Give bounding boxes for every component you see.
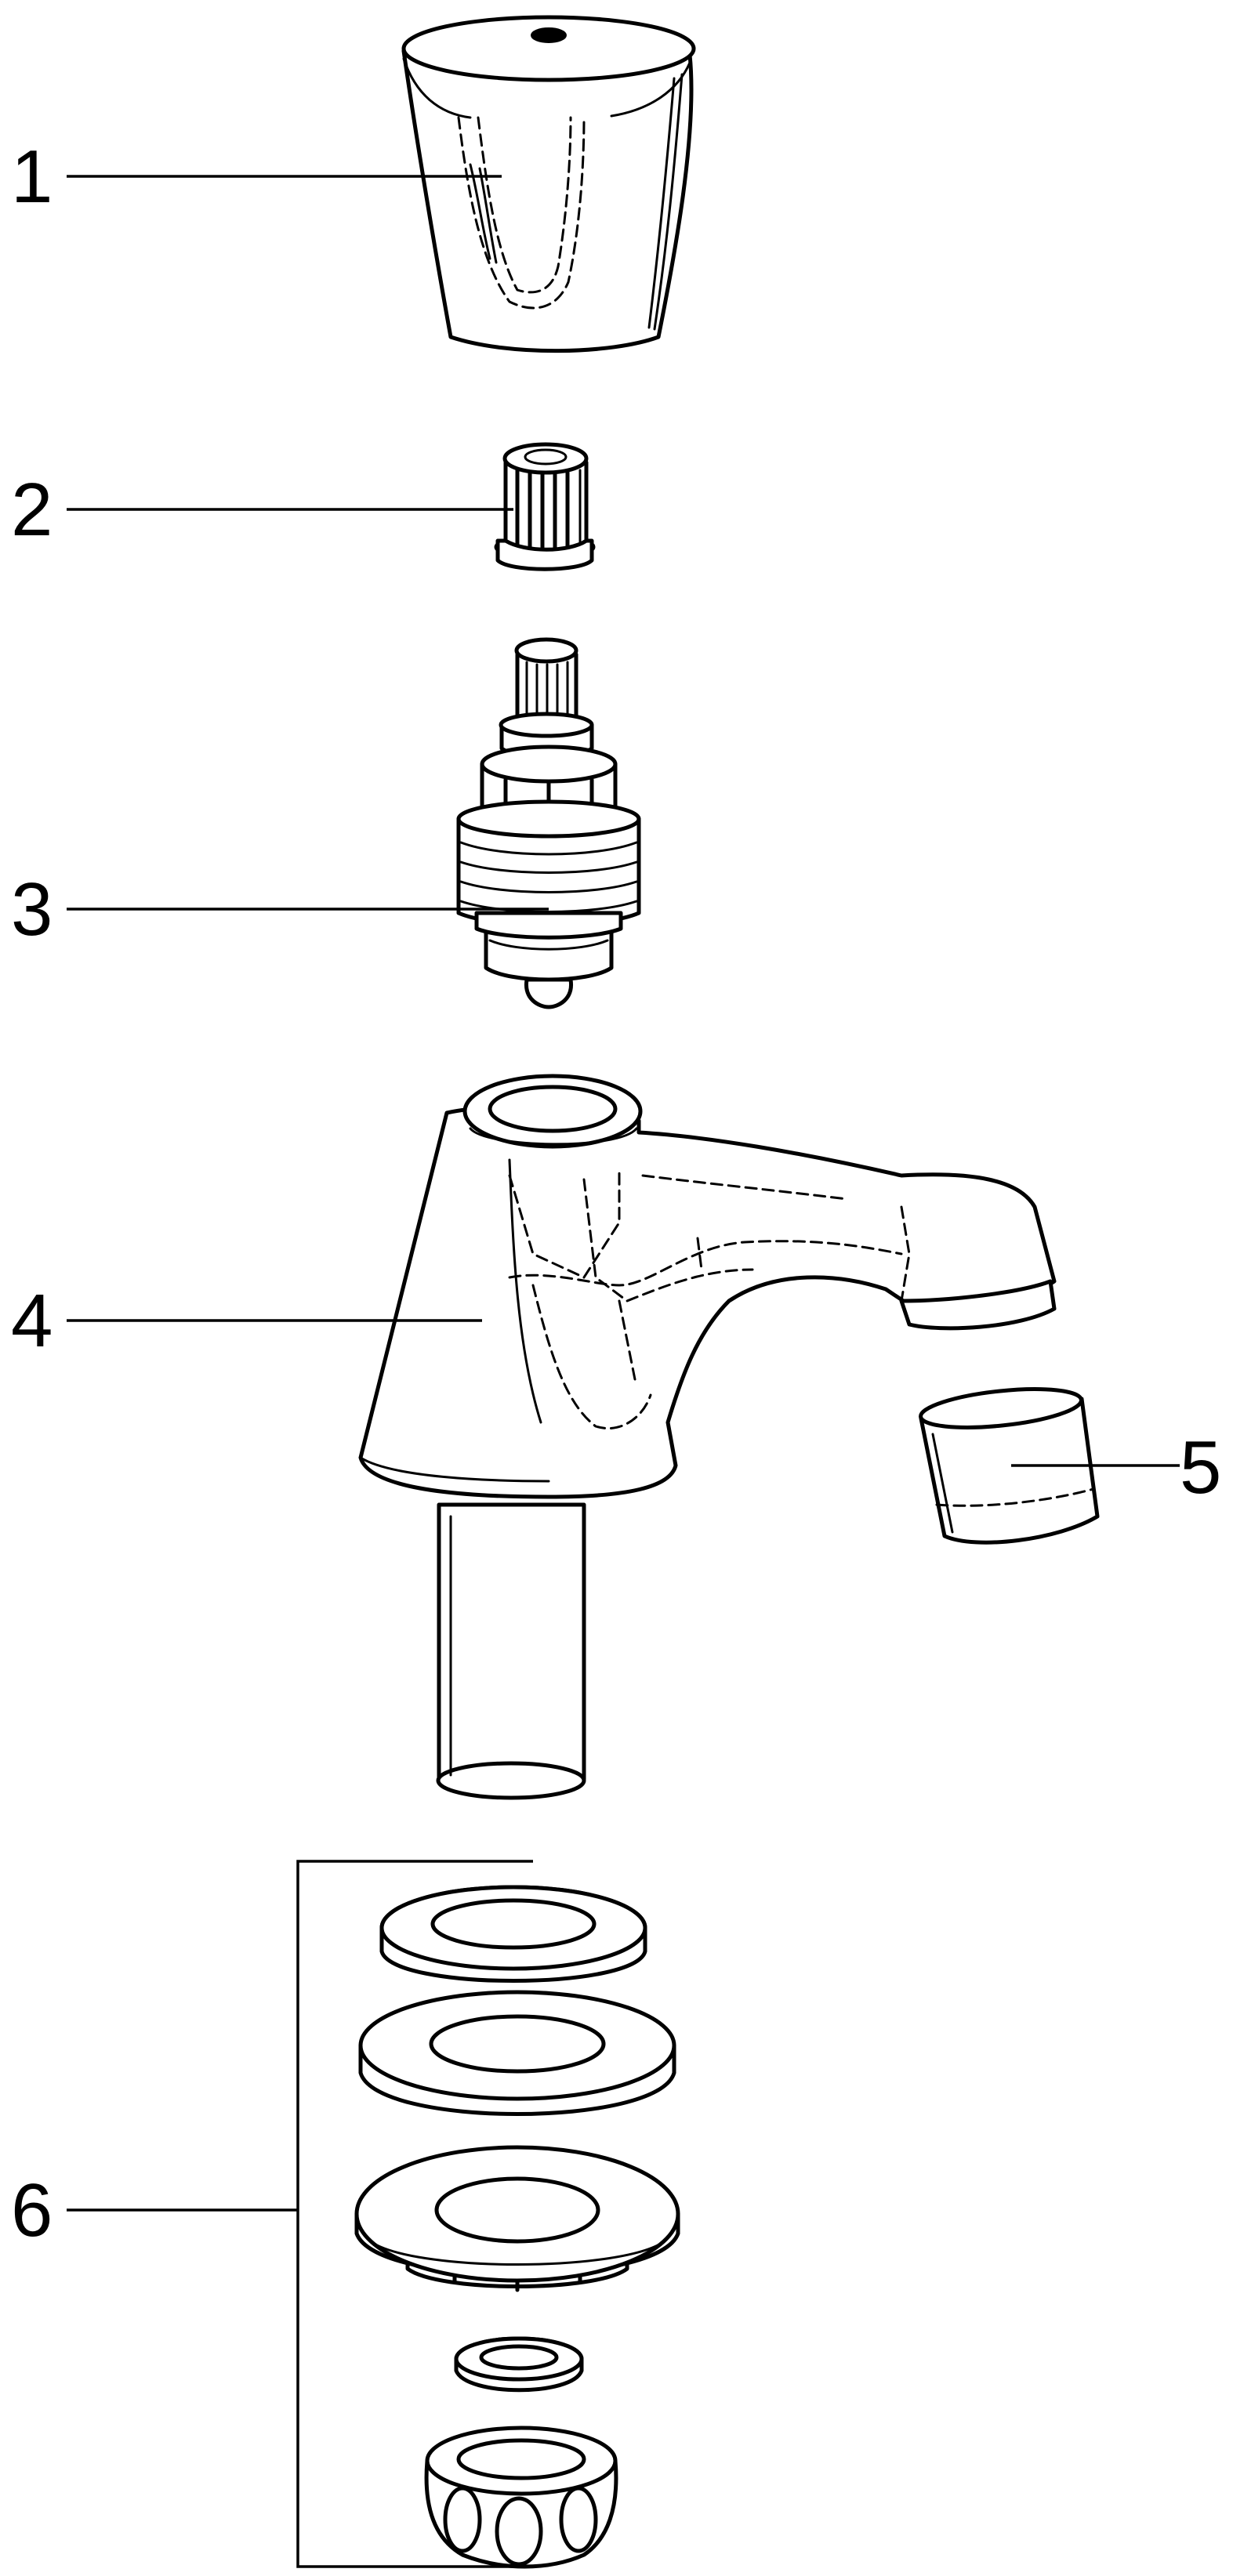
part-3-valve-cartridge	[456, 637, 641, 1009]
callout-label-2: 2	[11, 468, 53, 552]
part-2-spline-adapter	[494, 442, 596, 571]
callout-label-5: 5	[1180, 1426, 1221, 1509]
part-1-handle-cap	[401, 15, 696, 353]
part-5-aerator	[919, 1387, 1100, 1545]
callout-label-6: 6	[11, 2168, 53, 2252]
group-bracket-6	[296, 1860, 533, 2568]
callout-label-4: 4	[11, 1279, 53, 1363]
part-4-faucet-body	[358, 1074, 1057, 1800]
callout-label-1: 1	[11, 135, 53, 219]
part-6-mounting-kit	[296, 1860, 680, 2569]
callout-label-3: 3	[11, 868, 53, 951]
